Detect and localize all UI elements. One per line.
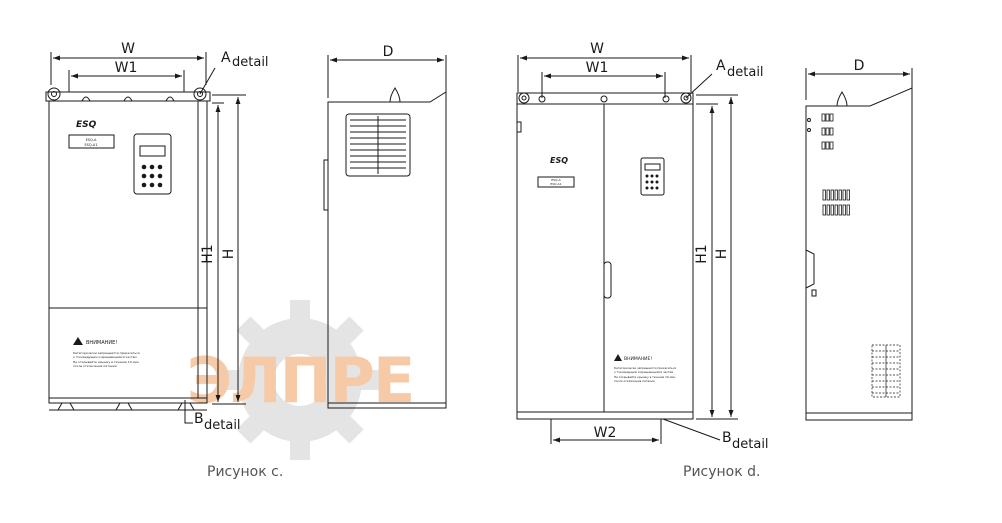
figure-c-side — [323, 55, 447, 409]
label-a-detail-d: detail — [727, 65, 764, 80]
label-d: D — [383, 44, 394, 60]
label-b: B — [194, 411, 204, 427]
label-b-d: B — [722, 430, 732, 446]
nameplate-line-1: ESQ-A — [86, 138, 97, 142]
figure-d-side — [805, 68, 913, 421]
label-b-detail: detail — [204, 418, 241, 433]
logo-esq-d: ESQ — [550, 156, 568, 165]
warning-line-2: к токоведущим и вращающимся частям — [73, 355, 137, 359]
label-b-detail-d: detail — [732, 437, 769, 452]
warning-d-line-3: Не открывайте крышку в течение 10 мин — [614, 375, 676, 379]
label-h: H — [221, 249, 237, 260]
figure-c-labels: W W1 A detail H1 H B detail ESQ ESQ-A ES… — [73, 41, 269, 433]
door-handle — [603, 261, 612, 299]
warning-d-line-4: после отключения питания — [614, 379, 655, 383]
label-w1-d: W1 — [586, 60, 609, 76]
label-h-d: H — [714, 249, 730, 260]
figure-c — [45, 52, 246, 424]
warning-line-1: Категорически запрещается прикасаться — [73, 351, 140, 355]
warning-icon — [73, 337, 83, 345]
keypad-panel — [133, 133, 172, 195]
logo-esq: ESQ — [76, 120, 97, 130]
keypad-panel-d — [640, 157, 665, 196]
warning-line-3: Не открывайте крышку в течение 10 мин — [73, 360, 139, 364]
warning-title: ВНИМАНИЕ! — [86, 340, 117, 346]
figure-d-labels: W W1 W2 A detail H1 H B detail ESQ ESQ-A… — [550, 41, 769, 452]
label-a: A — [221, 50, 231, 66]
warning-icon-d — [614, 354, 622, 361]
gear-icon — [220, 300, 380, 460]
label-w: W — [121, 41, 135, 57]
warning-line-4: после отключения питания — [73, 364, 117, 368]
figure-d — [516, 55, 738, 444]
side-vents-d — [821, 113, 850, 216]
label-a-detail: detail — [232, 55, 269, 70]
caption-figure-d: Рисунок d. — [683, 464, 761, 480]
caption-figure-c: Рисунок с. — [207, 464, 284, 480]
label-d-d: D — [854, 58, 865, 74]
bottom-vents-d — [871, 344, 901, 398]
watermark-text: ЭЛПРЕ — [187, 344, 414, 417]
label-h1: H1 — [200, 244, 216, 263]
label-w1: W1 — [115, 60, 138, 76]
watermark-logo: ЭЛПРЕ — [187, 300, 415, 460]
nameplate-line-2: ESQ-A1 — [84, 143, 97, 147]
label-h1-d: H1 — [694, 244, 710, 263]
side-vent-slots — [350, 116, 406, 174]
nameplate-d-line-2: ESQ-A1 — [550, 182, 561, 186]
warning-d-line-2: к токоведущим и вращающимся частям — [614, 370, 673, 374]
label-w2-d: W2 — [594, 425, 617, 441]
warning-title-d: ВНИМАНИЕ! — [624, 356, 652, 362]
nameplate-d-line-1: ESQ-A — [551, 178, 561, 182]
label-w-d: W — [590, 41, 604, 57]
warning-d-line-1: Категорически запрещается прикасаться — [614, 366, 676, 370]
label-a-d: A — [716, 58, 726, 74]
